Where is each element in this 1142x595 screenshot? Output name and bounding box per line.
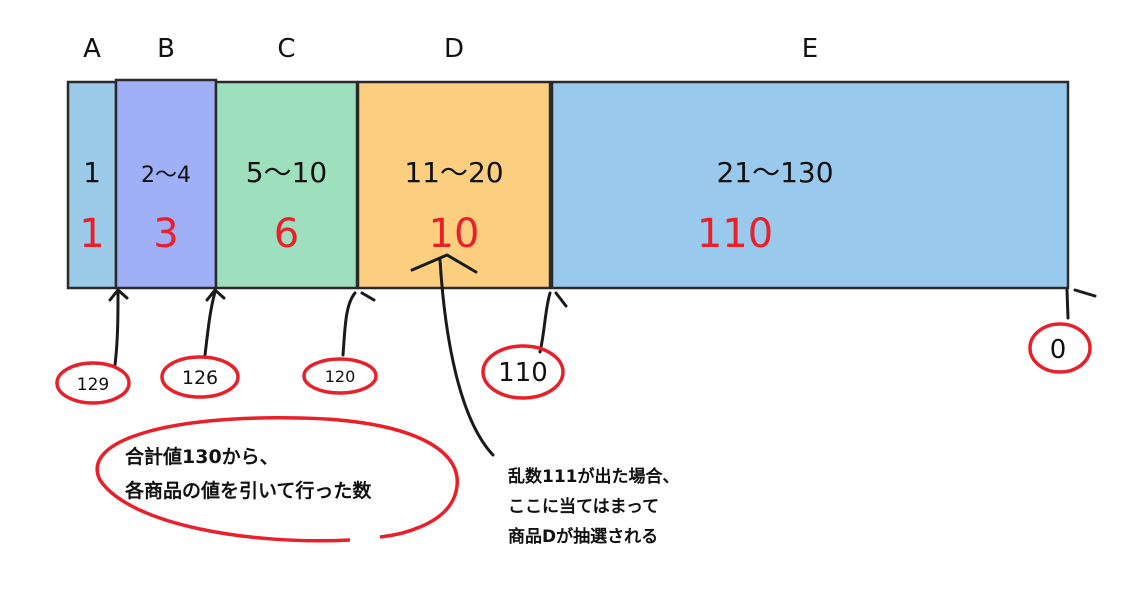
segment-rect [356,80,552,290]
segment-count: 1 [79,211,104,257]
segment-label: E [802,34,818,64]
segment-count: 10 [429,211,480,257]
arrow-0 [1065,288,1097,320]
segment-rect [550,80,1070,290]
boundary-value: 120 [325,367,356,386]
segment-rect [66,80,118,290]
segment-label: B [157,34,175,64]
segment-range: 2〜4 [141,163,191,188]
arrow-129 [108,287,129,367]
arrow-126 [203,287,226,357]
segment-label: C [277,34,295,64]
segment-B: B 2〜4 3 [114,34,218,290]
right-note: 乱数111が出た場合、 ここに当てはまって 商品Dが抽選される [508,462,680,552]
segment-count: 6 [274,211,299,257]
segment-range: 1 [83,156,101,189]
arrow-110 [538,291,568,354]
arrow-120 [341,291,376,357]
boundary-value: 110 [498,358,548,388]
boundary-value: 126 [182,367,218,389]
segment-C: C 5〜10 6 [214,34,359,290]
arrows [108,253,1097,457]
right-note-line3: 商品Dが抽選される [508,527,659,547]
segment-rect [114,78,218,290]
boundary-value: 129 [77,375,109,395]
segment-label: A [83,34,101,64]
right-note-line2: ここに当てはまって [508,497,660,517]
boundary-value: 0 [1050,335,1067,365]
right-note-line1: 乱数111が出た場合、 [508,467,680,487]
segment-E: E 21〜130 110 [550,34,1070,290]
left-note-line2: 各商品の値を引いて行った数 [125,480,372,502]
segment-A: A 1 1 [66,34,118,290]
left-note: 合計値130から、 各商品の値を引いて行った数 [125,440,371,508]
left-note-line1: 合計値130から、 [125,446,279,468]
segment-label: D [444,34,464,64]
segment-range: 21〜130 [716,156,833,189]
red-circles [55,322,1092,543]
arrow-111 [410,253,495,457]
segment-D: D 11〜20 10 [356,34,552,290]
segment-range: 5〜10 [246,156,327,189]
segment-count: 3 [153,211,178,257]
segment-rect [214,80,359,290]
segment-count: 110 [697,211,773,257]
segment-range: 11〜20 [404,156,503,189]
